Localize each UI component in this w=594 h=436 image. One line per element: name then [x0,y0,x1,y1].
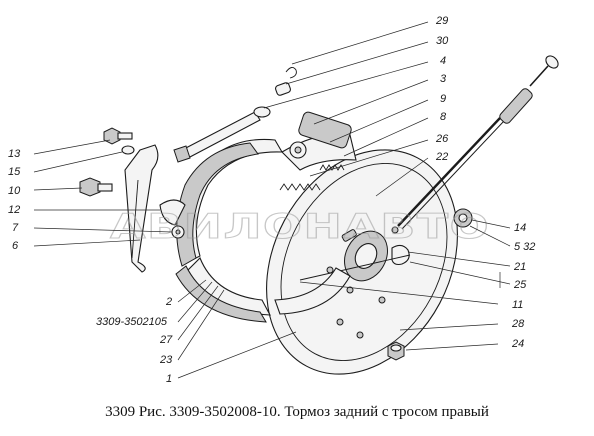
callout-26: 26 [435,133,449,145]
callout-15: 15 [8,166,21,178]
callout-6: 6 [12,240,19,252]
callout-12: 12 [8,204,20,216]
callout-7: 7 [12,222,19,234]
callout-25: 25 [513,279,527,291]
callout-3: 3 [440,73,447,85]
callout-10: 10 [8,185,21,197]
callout-labels: 29 30 4 3 9 8 26 22 14 5 32 21 25 11 28 … [8,15,535,385]
callout-4: 4 [440,55,446,67]
callout-23: 23 [159,354,173,366]
leader-lines [33,21,511,379]
callout-14: 14 [514,222,526,234]
callout-29: 29 [435,15,448,27]
callout-assembly-number: 3309-3502105 [96,316,168,328]
callout-13: 13 [8,148,21,160]
callout-24: 24 [511,338,524,350]
adjuster-lever [299,244,411,281]
watermark-text: АВИЛОНАВТО [110,207,490,247]
bolt-10 [79,177,113,197]
callout-2: 2 [165,296,172,308]
brake-hose [173,67,297,163]
callout-30: 30 [436,35,449,47]
callout-21: 21 [513,261,526,273]
bolt-13 [103,127,133,145]
callout-27: 27 [159,334,173,346]
nut-24 [387,341,405,361]
parking-brake-cable [397,55,559,230]
callout-9: 9 [440,93,446,105]
callout-5-32: 5 32 [514,241,535,253]
washer-7 [171,225,185,239]
callout-11: 11 [512,299,523,311]
callout-28: 28 [511,318,525,330]
backing-plate [266,149,458,375]
callout-1: 1 [166,373,172,385]
grommet-14 [453,208,473,228]
callout-8: 8 [440,111,447,123]
washer-15 [121,145,135,155]
callout-22: 22 [435,151,448,163]
eccentric-12 [159,199,186,226]
brake-shoe-assembly [175,133,357,323]
figure-caption: 3309 Рис. 3309-3502008-10. Тормоз задний… [105,404,489,420]
